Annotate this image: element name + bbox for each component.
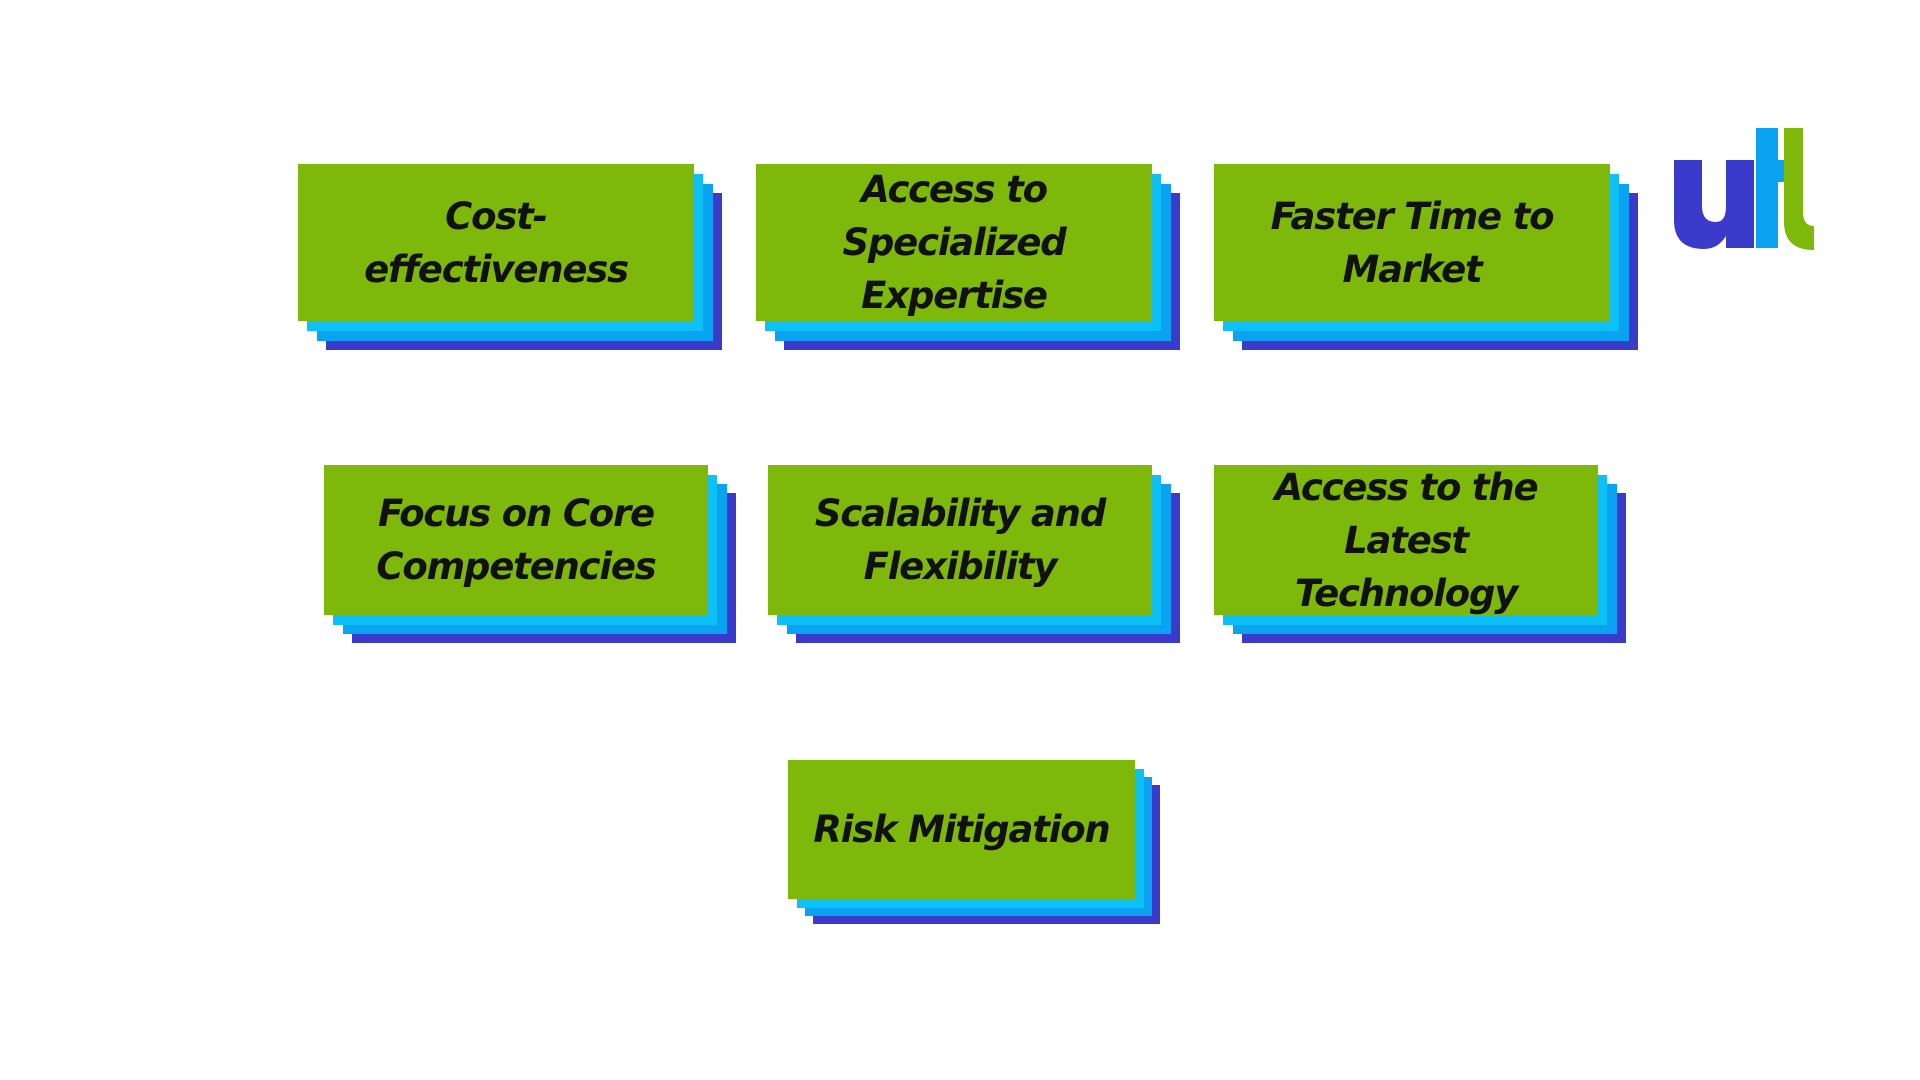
card-faster-time-to-market: Faster Time to Market	[1214, 164, 1638, 350]
card-label: Access to the Latest Technology	[1274, 465, 1539, 615]
card-cost-effectiveness: Cost- effectiveness	[298, 164, 722, 350]
card-access-to-latest-technology: Access to the Latest Technology	[1214, 465, 1626, 643]
card-face: Access to the Latest Technology	[1214, 465, 1598, 615]
card-focus-on-core-competencies: Focus on Core Competencies	[324, 465, 736, 643]
card-face: Faster Time to Market	[1214, 164, 1610, 321]
card-face: Cost- effectiveness	[298, 164, 694, 321]
card-specialized-expertise: Access to Specialized Expertise	[756, 164, 1180, 350]
card-face: Focus on Core Competencies	[324, 465, 708, 615]
logo-letter-t	[1756, 128, 1790, 248]
card-label: Focus on Core Competencies	[376, 492, 656, 588]
card-face: Access to Specialized Expertise	[756, 164, 1152, 321]
card-label: Faster Time to Market	[1270, 194, 1555, 291]
logo-letter-u	[1674, 160, 1754, 249]
card-face: Scalability and Flexibility	[768, 465, 1152, 615]
utl-logo	[1674, 128, 1814, 250]
card-scalability-and-flexibility: Scalability and Flexibility	[768, 465, 1180, 643]
card-label: Access to Specialized Expertise	[842, 168, 1066, 317]
card-label: Risk Mitigation	[813, 808, 1110, 851]
card-label: Cost- effectiveness	[364, 194, 629, 291]
logo-letter-l	[1784, 128, 1814, 250]
card-risk-mitigation: Risk Mitigation	[788, 760, 1160, 924]
card-label: Scalability and Flexibility	[814, 492, 1106, 588]
card-face: Risk Mitigation	[788, 760, 1135, 899]
